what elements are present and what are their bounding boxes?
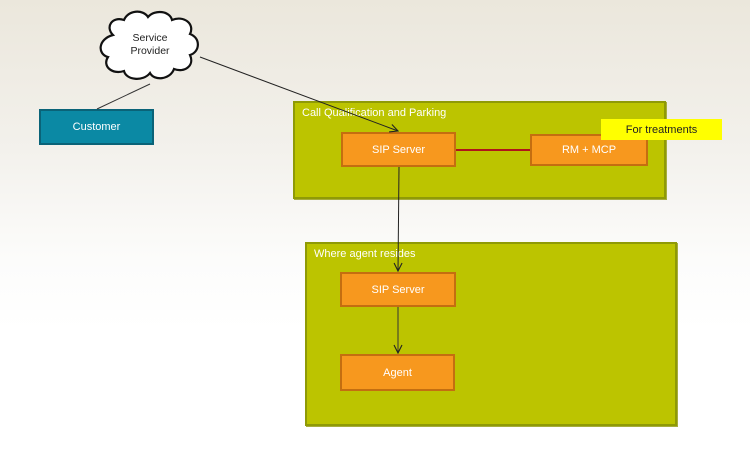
sip-server-parking-node[interactable]: SIP Server bbox=[341, 132, 456, 167]
sip-server-agent-node[interactable]: SIP Server bbox=[340, 272, 456, 307]
agent-site-label: Where agent resides bbox=[314, 248, 416, 260]
customer-label: Customer bbox=[72, 121, 121, 133]
call-qualification-label: Call Qualification and Parking bbox=[302, 107, 447, 119]
agent-node[interactable]: Agent bbox=[340, 354, 455, 391]
sip-server-parking-label: SIP Server bbox=[372, 143, 425, 156]
customer-node[interactable]: Customer bbox=[39, 109, 154, 145]
treatments-note-label: For treatments bbox=[625, 123, 698, 136]
edge-customer-to-provider bbox=[96, 83, 151, 110]
rm-mcp-node[interactable]: RM + MCP bbox=[530, 134, 648, 166]
agent-label: Agent bbox=[383, 366, 412, 379]
service-provider-label-line2: Provider bbox=[130, 45, 170, 57]
service-provider-label-line1: Service bbox=[132, 32, 168, 44]
agent-site-container: Where agent resides bbox=[305, 242, 677, 426]
service-provider-node[interactable]: Service Provider bbox=[110, 30, 190, 62]
rm-mcp-label: RM + MCP bbox=[561, 144, 617, 156]
treatments-note[interactable]: For treatments bbox=[601, 119, 722, 140]
sip-server-agent-label: SIP Server bbox=[371, 283, 425, 296]
